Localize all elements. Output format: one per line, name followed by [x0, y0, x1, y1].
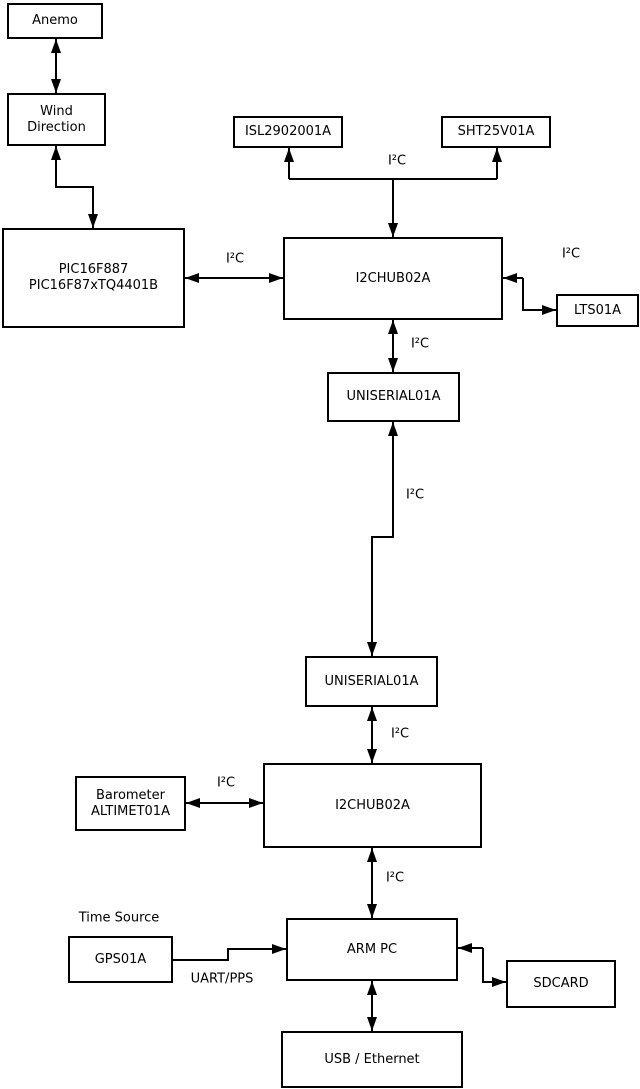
edge-hub1-lts: [522, 278, 556, 315]
block-uniserial-bottom: UNISERIAL01A: [305, 656, 438, 707]
edge-label-i2c-uniserial-hub2: I²C: [389, 726, 411, 742]
edge-uni1-uni2: [367, 422, 398, 656]
edge-wind-pic: [51, 146, 98, 228]
edge-label-time-source: Time Source: [77, 910, 161, 926]
block-i2chub-bottom: I2CHUB02A: [263, 763, 482, 848]
edge-label-i2c-sensors: I²C: [386, 153, 408, 169]
edge-label-i2c-hub-uniserial: I²C: [409, 336, 431, 352]
block-isl2902001a: ISL2902001A: [233, 116, 343, 148]
edge-label-i2c-arm: I²C: [384, 870, 406, 886]
block-sdcard: SDCARD: [506, 960, 616, 1008]
edge-label-i2c-lts: I²C: [560, 246, 582, 262]
block-wind-direction: Wind Direction: [7, 93, 106, 146]
block-uniserial-top: UNISERIAL01A: [327, 372, 460, 422]
edge-label-uart-pps: UART/PPS: [189, 971, 255, 987]
block-gps01a: GPS01A: [68, 936, 173, 983]
block-lts01a: LTS01A: [556, 294, 639, 327]
edge-label-i2c-barometer: I²C: [215, 775, 237, 791]
edge-label-i2c-uniserial-link: I²C: [404, 487, 426, 503]
block-pic-microcontroller: PIC16F887 PIC16F87xTQ4401B: [2, 228, 185, 328]
block-anemo: Anemo: [7, 3, 103, 39]
block-sht25v01a: SHT25V01A: [441, 116, 551, 148]
edge-label-i2c-pic: I²C: [224, 251, 246, 267]
block-arm-pc: ARM PC: [286, 918, 458, 981]
block-i2chub-top: I2CHUB02A: [283, 237, 503, 320]
block-barometer: Barometer ALTIMET01A: [75, 776, 186, 831]
block-usb-ethernet: USB / Ethernet: [281, 1031, 463, 1088]
edge-gps-arm: [173, 944, 286, 961]
edge-arm-sd: [482, 948, 506, 987]
